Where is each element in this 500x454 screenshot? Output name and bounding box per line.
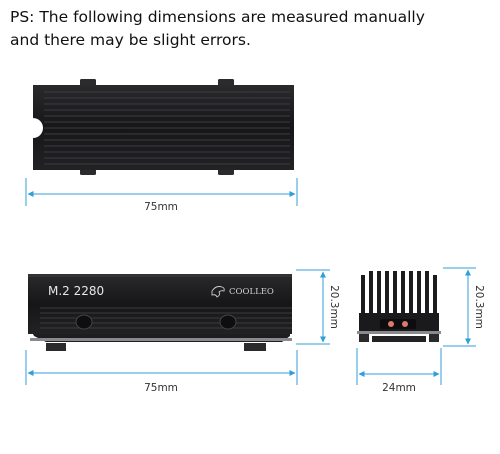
- end-view-thermal-pad-icon: [402, 321, 408, 327]
- end-view-pcb-edge: [372, 336, 426, 342]
- side-length-label: 75mm: [144, 382, 178, 394]
- brand-printed-text: COOLLEO: [229, 287, 274, 297]
- end-view-fins: [361, 271, 437, 317]
- side-bracket-foot: [244, 343, 266, 351]
- side-screw: [219, 314, 237, 330]
- end-view-bracket-foot: [359, 334, 369, 342]
- end-view-heatsink: [357, 271, 441, 342]
- top-view-length-dimension: 75mm: [25, 178, 298, 213]
- side-bracket-edge: [30, 338, 292, 341]
- cheetah-logo-icon: [211, 286, 225, 298]
- top-length-label: 75mm: [144, 201, 178, 213]
- measurement-disclaimer: PS: The following dimensions are measure…: [10, 6, 490, 52]
- end-view-width-dimension: 24mm: [356, 348, 442, 394]
- model-printed-text: M.2 2280: [48, 284, 104, 298]
- disclaimer-line-1: PS: The following dimensions are measure…: [10, 8, 425, 26]
- side-height-label: 20.3mm: [328, 285, 340, 329]
- disclaimer-line-2: and there may be slight errors.: [10, 31, 251, 49]
- top-view-fins: [44, 91, 290, 165]
- end-view-bracket-foot: [429, 334, 439, 342]
- end-view-bracket-edge: [357, 331, 441, 334]
- side-top-edge: [28, 274, 292, 277]
- side-view-body: [28, 274, 292, 334]
- side-screw: [75, 314, 93, 330]
- end-view-slot: [380, 319, 416, 329]
- end-view-height-dimension: 20.3mm: [443, 267, 485, 347]
- end-width-label: 24mm: [382, 382, 416, 394]
- side-view-heatsink: M.2 2280 COOLLEO: [28, 274, 292, 351]
- side-bracket-foot: [46, 343, 66, 351]
- end-view-thermal-pad-icon: [388, 321, 394, 327]
- side-view-height-dimension: 20.3mm: [296, 269, 340, 345]
- side-view-length-dimension: 75mm: [25, 350, 298, 394]
- top-view-heatsink: [33, 79, 294, 175]
- end-height-label: 20.3mm: [473, 285, 485, 329]
